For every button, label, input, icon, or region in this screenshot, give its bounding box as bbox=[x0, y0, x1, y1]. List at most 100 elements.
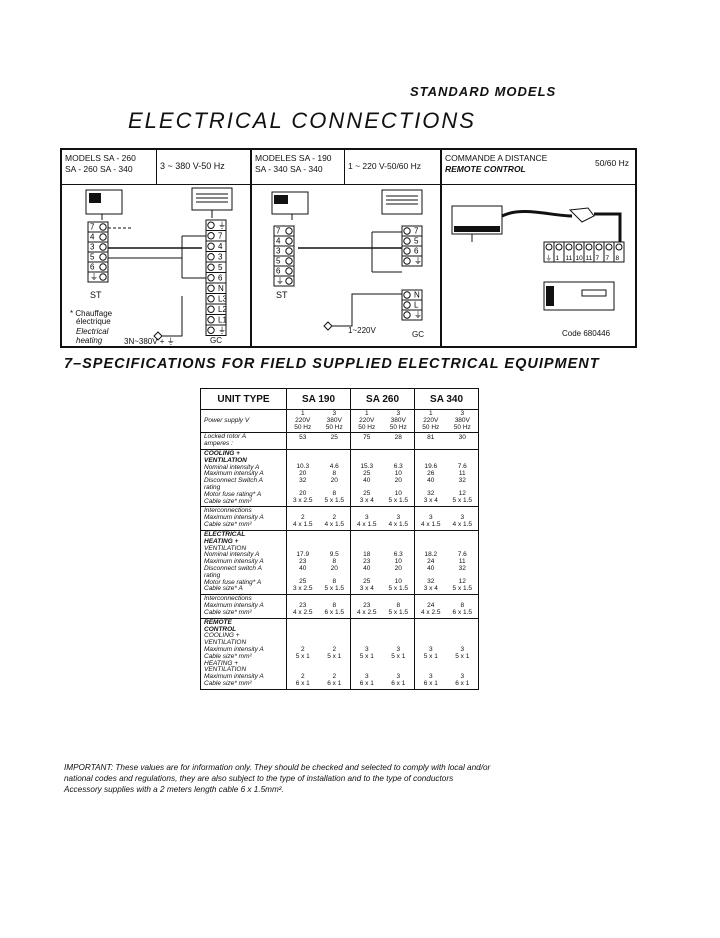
col-sa190: SA 190 bbox=[285, 388, 352, 410]
row-label-line: VENTILATION bbox=[204, 666, 247, 674]
svg-text:4: 4 bbox=[218, 242, 223, 251]
wiring-panel-remote-control: COMMANDE A DISTANCE REMOTE CONTROL 50/60… bbox=[442, 150, 635, 346]
row-label-line: Nominal intensity A bbox=[204, 551, 260, 559]
terminal: 1 bbox=[553, 241, 565, 263]
row-label-line: Maximum intensity A bbox=[204, 601, 264, 609]
svg-text:L2: L2 bbox=[218, 305, 227, 314]
models-line: MODELES SA - 190 bbox=[255, 153, 332, 163]
row-label-line: Nominal intensity A bbox=[204, 463, 260, 471]
terminal: 5 bbox=[273, 255, 295, 267]
panel-header: COMMANDE A DISTANCE REMOTE CONTROL 50/60… bbox=[442, 150, 635, 185]
terminal: 3 bbox=[87, 241, 109, 253]
row-label-line: rating bbox=[204, 483, 221, 491]
svg-text:⏚: ⏚ bbox=[276, 277, 284, 286]
terminal: 5 bbox=[401, 235, 423, 247]
models-line: SA - 340 SA - 340 bbox=[255, 164, 323, 174]
row-label-line: Interconnections bbox=[204, 595, 252, 603]
svg-text:7: 7 bbox=[606, 255, 610, 262]
terminal: 10 bbox=[573, 241, 585, 263]
cable-connector-icon bbox=[568, 207, 595, 223]
row-label-line: Cable size* mm² bbox=[204, 520, 252, 528]
row-label-line: VENTILATION bbox=[204, 544, 247, 552]
terminal: ⏚ bbox=[401, 309, 423, 321]
row-label-line: VENTILATION bbox=[204, 639, 247, 647]
row-label-line: Maximum intensity A bbox=[204, 558, 264, 566]
terminal: 4 bbox=[205, 240, 227, 252]
outdoor-unit-icon bbox=[271, 191, 309, 215]
row-label-line: Maximum intensity A bbox=[204, 645, 264, 653]
supply-spec: 3 ~ 380 V-50 Hz bbox=[156, 150, 250, 184]
terminal: ⏚ bbox=[273, 275, 295, 287]
important-line: Accessory supplies with a 2 meters lengt… bbox=[64, 785, 284, 794]
svg-text:6: 6 bbox=[90, 263, 95, 272]
svg-text:⏚: ⏚ bbox=[90, 273, 98, 282]
row-label-line: Maximum intensity A bbox=[204, 470, 264, 478]
power-supply-label: Power supply V bbox=[200, 408, 287, 434]
svg-text:6: 6 bbox=[414, 247, 419, 256]
important-line: IMPORTANT: These values are for informat… bbox=[64, 763, 491, 772]
row-label-line: HEATING + bbox=[204, 659, 239, 667]
row-label-line: Cable size* mm² bbox=[204, 608, 252, 616]
svg-text:5: 5 bbox=[276, 257, 281, 266]
col-sa340: SA 340 bbox=[414, 388, 480, 410]
svg-text:N: N bbox=[218, 284, 224, 293]
terminal: 6 bbox=[205, 272, 227, 284]
svg-text:⏚: ⏚ bbox=[414, 257, 422, 266]
svg-text:⏚: ⏚ bbox=[218, 221, 226, 230]
terminal: ⏚ bbox=[543, 241, 555, 263]
spec-table: UNIT TYPE SA 190 SA 260 SA 340 Power sup… bbox=[200, 388, 480, 690]
supply-spec: 1 ~ 220 V-50/60 Hz bbox=[344, 150, 440, 184]
terminal: L bbox=[401, 299, 423, 311]
row-label-line: Interconnections bbox=[204, 507, 252, 515]
important-line: national codes and regulations, they are… bbox=[64, 774, 454, 783]
col-unit-type: UNIT TYPE bbox=[200, 388, 287, 410]
row-label-line: COOLING + bbox=[204, 632, 240, 640]
svg-text:4: 4 bbox=[90, 233, 95, 242]
col-sa260: SA 260 bbox=[350, 388, 416, 410]
terminal: N bbox=[205, 282, 227, 294]
heating-note-1: * Chauffage bbox=[70, 309, 113, 318]
heating-note-4: heating bbox=[76, 336, 103, 345]
row-label-line: Maximum intensity A bbox=[204, 514, 264, 522]
wiring-panel-single-phase: MODELES SA - 190 SA - 340 SA - 340 1 ~ 2… bbox=[252, 150, 442, 346]
remote-unit-icon bbox=[543, 281, 615, 311]
row-label-line: rating bbox=[204, 571, 221, 579]
terminal: 7 bbox=[603, 241, 615, 263]
indoor-unit-icon bbox=[191, 187, 233, 211]
row-label-line: ELECTRICAL bbox=[204, 530, 246, 538]
svg-text:7: 7 bbox=[414, 227, 419, 236]
product-code: Code 680446 bbox=[562, 329, 611, 338]
table-cell: 53 bbox=[286, 432, 319, 450]
terminal: 4 bbox=[273, 235, 295, 247]
svg-text:3: 3 bbox=[218, 253, 223, 262]
svg-text:7: 7 bbox=[596, 255, 600, 262]
row-label-line: Cable size* A bbox=[204, 585, 243, 593]
svg-text:5: 5 bbox=[218, 263, 223, 272]
